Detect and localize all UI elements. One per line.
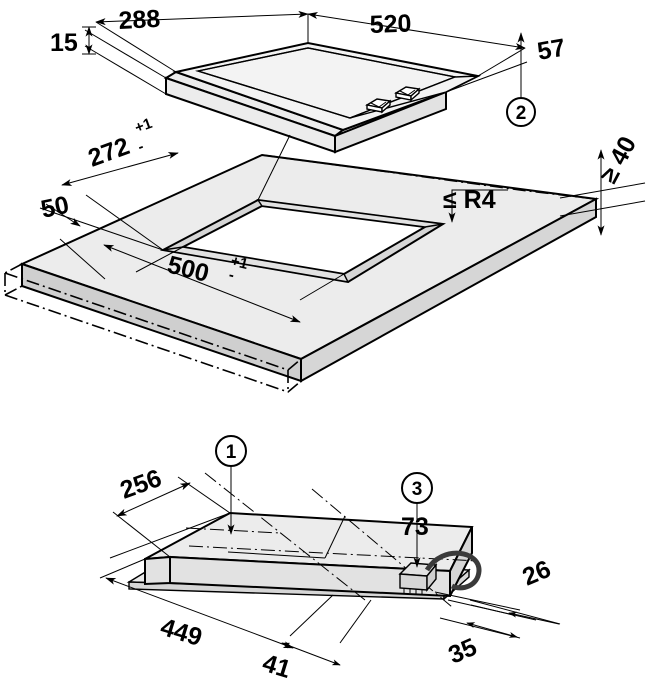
worktop-hidden-left (4, 263, 23, 296)
dimension-15 (82, 26, 96, 55)
dimension-35 (439, 617, 521, 639)
underside-panel-split (324, 515, 346, 559)
worktop-hidden-bottom (4, 294, 302, 393)
mains-cable (424, 550, 482, 591)
balloon-2 (506, 97, 536, 127)
knob-front-side2 (381, 99, 391, 114)
label-520: 520 (369, 10, 412, 39)
leader-r4 (448, 189, 508, 223)
label-40: ≥ 40 (595, 132, 642, 188)
dimension-26 (470, 604, 560, 625)
label-272: 272 (84, 132, 133, 173)
balloon-2-label: 2 (516, 103, 527, 124)
dimension-50 (45, 203, 81, 227)
label-500-tolerance-upper: +1 (229, 252, 250, 273)
label-449: 449 (157, 613, 205, 652)
dimension-288 (95, 10, 309, 26)
balloon-1-label: 1 (226, 442, 237, 463)
label-15: 15 (50, 29, 78, 57)
dimension-449 (105, 577, 294, 649)
knob-rear-notch (399, 89, 416, 96)
label-272-tolerance-upper: +1 (133, 115, 155, 137)
hob-body (163, 70, 447, 154)
dimension-520 (307, 12, 526, 50)
balloon-3-leader (401, 472, 433, 568)
underside-centerline-cross1 (204, 472, 366, 601)
label-256: 256 (116, 464, 165, 505)
knob-front-notch (370, 101, 387, 108)
balloon-1-target-centerline (185, 527, 281, 534)
hob-knobs (365, 86, 421, 114)
label-73: 73 (401, 513, 429, 541)
underside-panel-seam (227, 551, 326, 559)
worktop-rear-edge-hidden (261, 154, 597, 200)
label-500-tolerance-lower: - (227, 266, 236, 284)
label-272-tolerance-lower: - (136, 138, 147, 156)
label-41: 41 (259, 649, 294, 684)
label-35: 35 (444, 633, 481, 670)
connection-box-front (399, 573, 428, 591)
connection-box-side (426, 563, 437, 592)
dimension-41 (281, 642, 341, 666)
cutout-rim-far (256, 199, 444, 228)
worktop-assembly (4, 153, 600, 393)
label-288: 288 (118, 5, 161, 35)
hob-assembly (163, 41, 482, 154)
label-r4: ≤ R4 (443, 186, 496, 214)
underside-centerline-long (188, 545, 479, 562)
dimension-500 (103, 244, 301, 323)
dimension-40 (559, 149, 646, 236)
label-26: 26 (518, 555, 555, 592)
balloon-3-label: 3 (412, 479, 423, 500)
label-50: 50 (38, 191, 71, 224)
underside-body-right (449, 526, 473, 597)
underside-body-left (144, 555, 171, 586)
balloon-1-leader (185, 435, 281, 535)
dimension-256 (116, 482, 191, 517)
label-57: 57 (535, 34, 567, 66)
dimension-272 (61, 152, 179, 186)
connection-box-terminals (403, 588, 423, 594)
knob-rear-side2 (410, 87, 420, 102)
